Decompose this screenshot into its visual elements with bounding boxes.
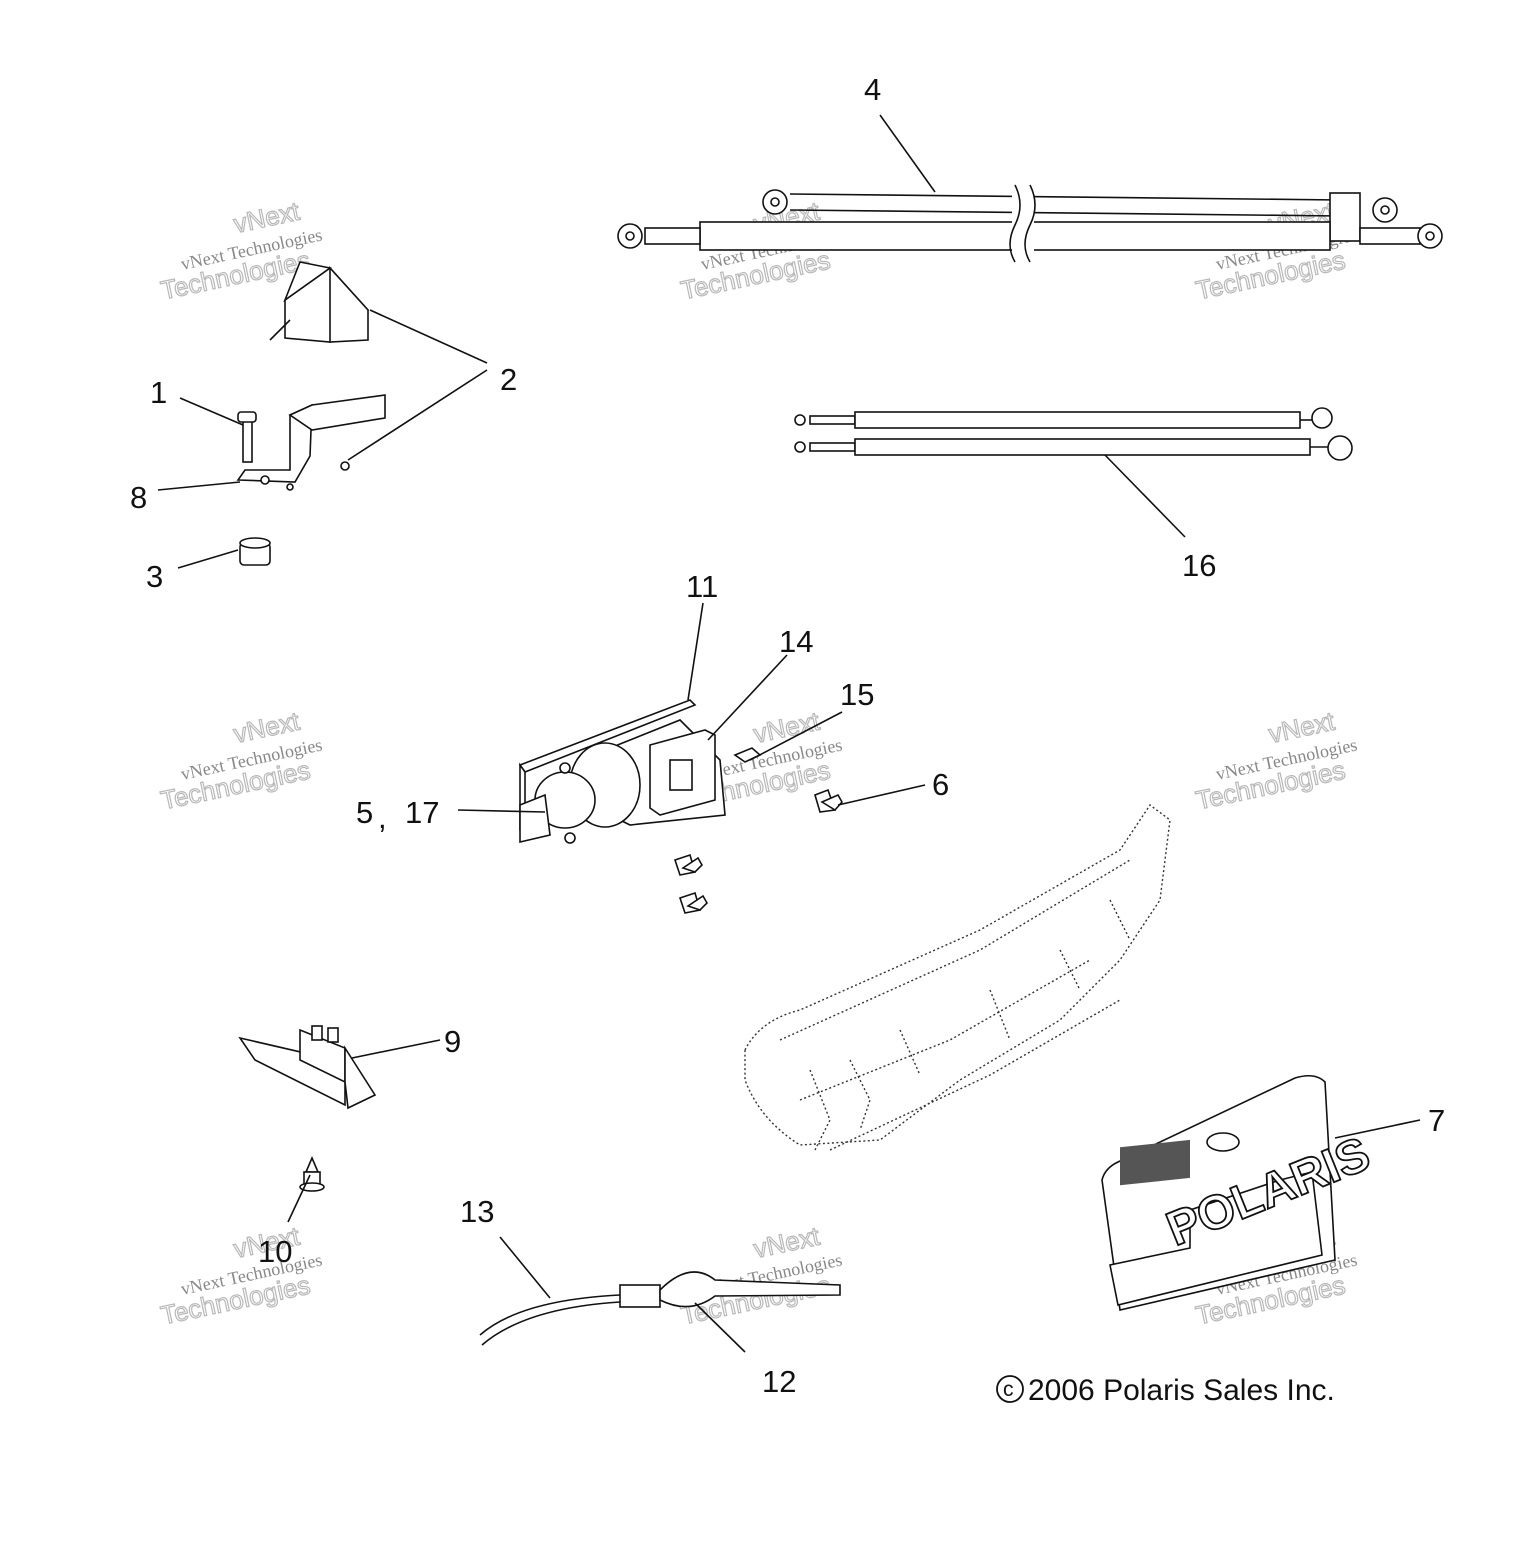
front-bumper-phantom [744,803,1171,1151]
callout-labels: 1 2 3 4 5 , 17 6 7 8 9 10 11 12 13 14 15… [130,72,1445,1399]
wire-harness [479,1271,841,1346]
watermark: vNext vNext Technologies Technologies [1193,705,1359,816]
watermark: vNext vNext Technologies Technologies [158,705,324,816]
copyright-symbol-icon [996,1375,1024,1403]
callout-12: 12 [762,1364,796,1399]
callout-4: 4 [864,72,881,107]
callout-14: 14 [779,624,813,659]
callout-3: 3 [146,559,163,594]
callout-17: 17 [405,795,439,830]
callout-5-separator: , [378,800,387,835]
copyright-notice: c 2006 Polaris Sales Inc. [996,1374,1335,1407]
screws [673,788,843,914]
callout-15: 15 [840,677,874,712]
watermark: vNext vNext Technologies Technologies [158,1220,324,1331]
bushing [239,537,271,566]
callout-11: 11 [686,569,718,604]
copyright-text: 2006 Polaris Sales Inc. [1028,1374,1335,1407]
callout-7: 7 [1428,1103,1445,1138]
leader-lines [157,114,1421,1353]
mounting-bracket [236,394,386,491]
callout-10: 10 [258,1234,292,1269]
copyright-symbol-letter: c [1003,1378,1014,1401]
callout-9: 9 [444,1024,461,1059]
push-pin [299,1155,325,1192]
winch-assembly [518,699,762,844]
callout-13: 13 [460,1194,494,1229]
callout-8: 8 [130,480,147,515]
callout-16: 16 [1182,548,1216,583]
brand-plate: POLARIS [1101,1074,1378,1311]
relay-box [269,261,370,471]
battery-cables [794,407,1353,461]
switch-assembly [238,1025,377,1110]
callout-6: 6 [932,767,949,802]
callout-2: 2 [500,362,517,397]
callout-1: 1 [150,375,167,410]
callout-5: 5 [356,795,373,830]
cable-assembly [617,184,1443,263]
